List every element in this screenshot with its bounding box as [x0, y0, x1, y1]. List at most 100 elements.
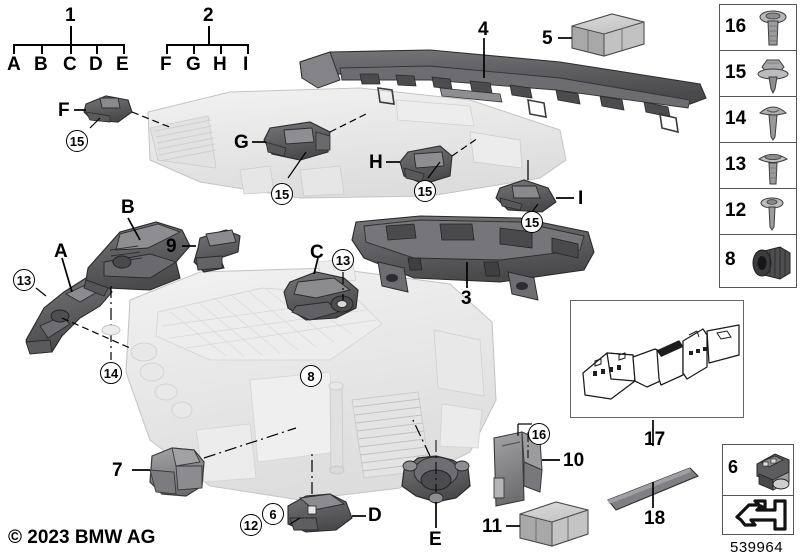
knurled-bushing-icon: [752, 246, 791, 280]
direction-arrow-box: [722, 495, 794, 535]
pan-head-screw-icon: [757, 154, 789, 185]
label-part-H: H: [369, 152, 383, 173]
leader-part-B: [127, 217, 141, 241]
fastener-15-number: 15: [725, 62, 747, 83]
bracket-2-tick-h: [220, 44, 222, 54]
bracket-1-span: [13, 44, 124, 46]
bracket-2-tick-g: [193, 44, 195, 54]
leader-G-to-body: [329, 113, 367, 133]
copyright-notice: © 2023 BMW AG: [8, 527, 156, 548]
label-part-B: B: [121, 197, 135, 218]
fastener-box-15: 15: [719, 50, 797, 97]
callout-16-clip: 16: [528, 423, 550, 445]
part-D-sensor-bracket: [287, 493, 353, 533]
label-part-F: F: [58, 100, 70, 121]
direction-arrow-icon: [735, 499, 787, 531]
label-part-10: 10: [563, 450, 585, 471]
fastener-8-number: 8: [725, 249, 736, 270]
leader-H-to-body: [451, 137, 479, 157]
label-part-G: G: [234, 132, 249, 153]
part-6-number: 6: [728, 457, 739, 477]
part-G-bracket: [263, 121, 331, 161]
leader-callout-13a: [35, 287, 47, 297]
bracket-1-label-b: B: [34, 54, 48, 75]
part-7-rubber-cap: [149, 447, 205, 497]
callout-15-F: 15: [66, 130, 88, 152]
bracket-1-tick-a: [13, 44, 15, 54]
label-part-E: E: [429, 529, 442, 550]
leader-callout-6: [289, 517, 301, 525]
label-part-9: 9: [166, 236, 177, 257]
callout-13-C: 13: [332, 249, 354, 271]
part-I-clip: [495, 179, 557, 213]
part-H-bracket: [399, 145, 453, 185]
ghost-upper-cover: [147, 87, 567, 199]
connector-module-icon: [756, 453, 790, 491]
label-part-7: 7: [112, 460, 123, 481]
bracket-2-label-f: F: [160, 54, 172, 75]
leader-callout-15c: [427, 161, 441, 179]
bracket-1-label-a: A: [7, 54, 21, 75]
part-9-bracket: [193, 229, 241, 273]
leader-F-to-body: [131, 111, 173, 129]
leader-A-to-body: [61, 317, 131, 349]
leader-callout-15d: [531, 203, 539, 213]
fastener-legend-column: 16 15 14 13: [719, 4, 797, 288]
label-part-C: C: [310, 242, 324, 263]
leader-callout-15a: [89, 117, 101, 129]
label-part-11: 11: [482, 516, 503, 537]
flange-head-screw-icon: [759, 10, 787, 46]
fastener-16-number: 16: [725, 16, 747, 37]
bracket-1-tick-b: [41, 44, 43, 54]
bracket-1-stem: [70, 26, 72, 45]
label-part-A: A: [54, 241, 68, 262]
part-6-box: 6: [722, 444, 794, 496]
headlight-assembly-line-art-box: [570, 300, 744, 418]
callout-12-D: 12: [240, 514, 262, 536]
leader-E-to-body: [411, 417, 431, 457]
fastener-12-number: 12: [725, 200, 747, 221]
label-part-D: D: [368, 505, 382, 526]
diagram-number: 539964: [730, 539, 784, 556]
bracket-2-tick-i: [247, 44, 249, 54]
bracket-1-label-e: E: [116, 54, 129, 75]
fastener-box-8: 8: [719, 234, 797, 288]
bracket-2-tick-f: [166, 44, 168, 54]
label-part-5: 5: [542, 28, 553, 49]
label-part-4: 4: [478, 19, 489, 40]
leader-part-C: [313, 257, 319, 275]
bracket-group-1: 1 A B C D E: [0, 0, 150, 74]
part-11-foam-block: [519, 501, 589, 547]
headlight-assembly-line-art: [582, 324, 740, 400]
bracket-1-tick-e: [123, 44, 125, 54]
bracket-2-label-h: H: [213, 54, 227, 75]
callout-6-D: 6: [262, 503, 284, 525]
callout-13-A: 13: [13, 269, 35, 291]
part-4-upper-trim: [299, 49, 707, 134]
bracket-group-2: 2 F G H I: [158, 0, 268, 74]
callout-15-G: 15: [271, 183, 293, 205]
bracket-1-number: 1: [65, 5, 76, 26]
fastener-box-14: 14: [719, 96, 797, 143]
bracket-1-tick-c: [70, 44, 72, 54]
callout-15-I: 15: [521, 211, 543, 233]
fastener-box-12: 12: [719, 188, 797, 235]
leader-part-A: [61, 257, 73, 293]
leader-7-to-body: [203, 427, 297, 459]
bracket-2-span: [166, 44, 248, 46]
label-part-3: 3: [461, 288, 472, 309]
bracket-1-label-d: D: [89, 54, 103, 75]
bracket-2-label-g: G: [186, 54, 201, 75]
fastener-box-16: 16: [719, 4, 797, 51]
leader-callout-15b: [287, 151, 307, 179]
label-part-17: 17: [644, 429, 666, 450]
part-3-lower-carrier: [351, 215, 595, 301]
bracket-1-label-c: C: [63, 54, 77, 75]
fastener-13-number: 13: [725, 154, 747, 175]
bracket-2-stem: [208, 26, 210, 45]
bracket-2-label-i: I: [243, 54, 248, 75]
bracket-2-number: 2: [203, 5, 214, 26]
part-C-bracket: [283, 271, 359, 321]
label-part-I: I: [578, 188, 583, 209]
hex-flange-bolt-icon: [757, 59, 789, 95]
